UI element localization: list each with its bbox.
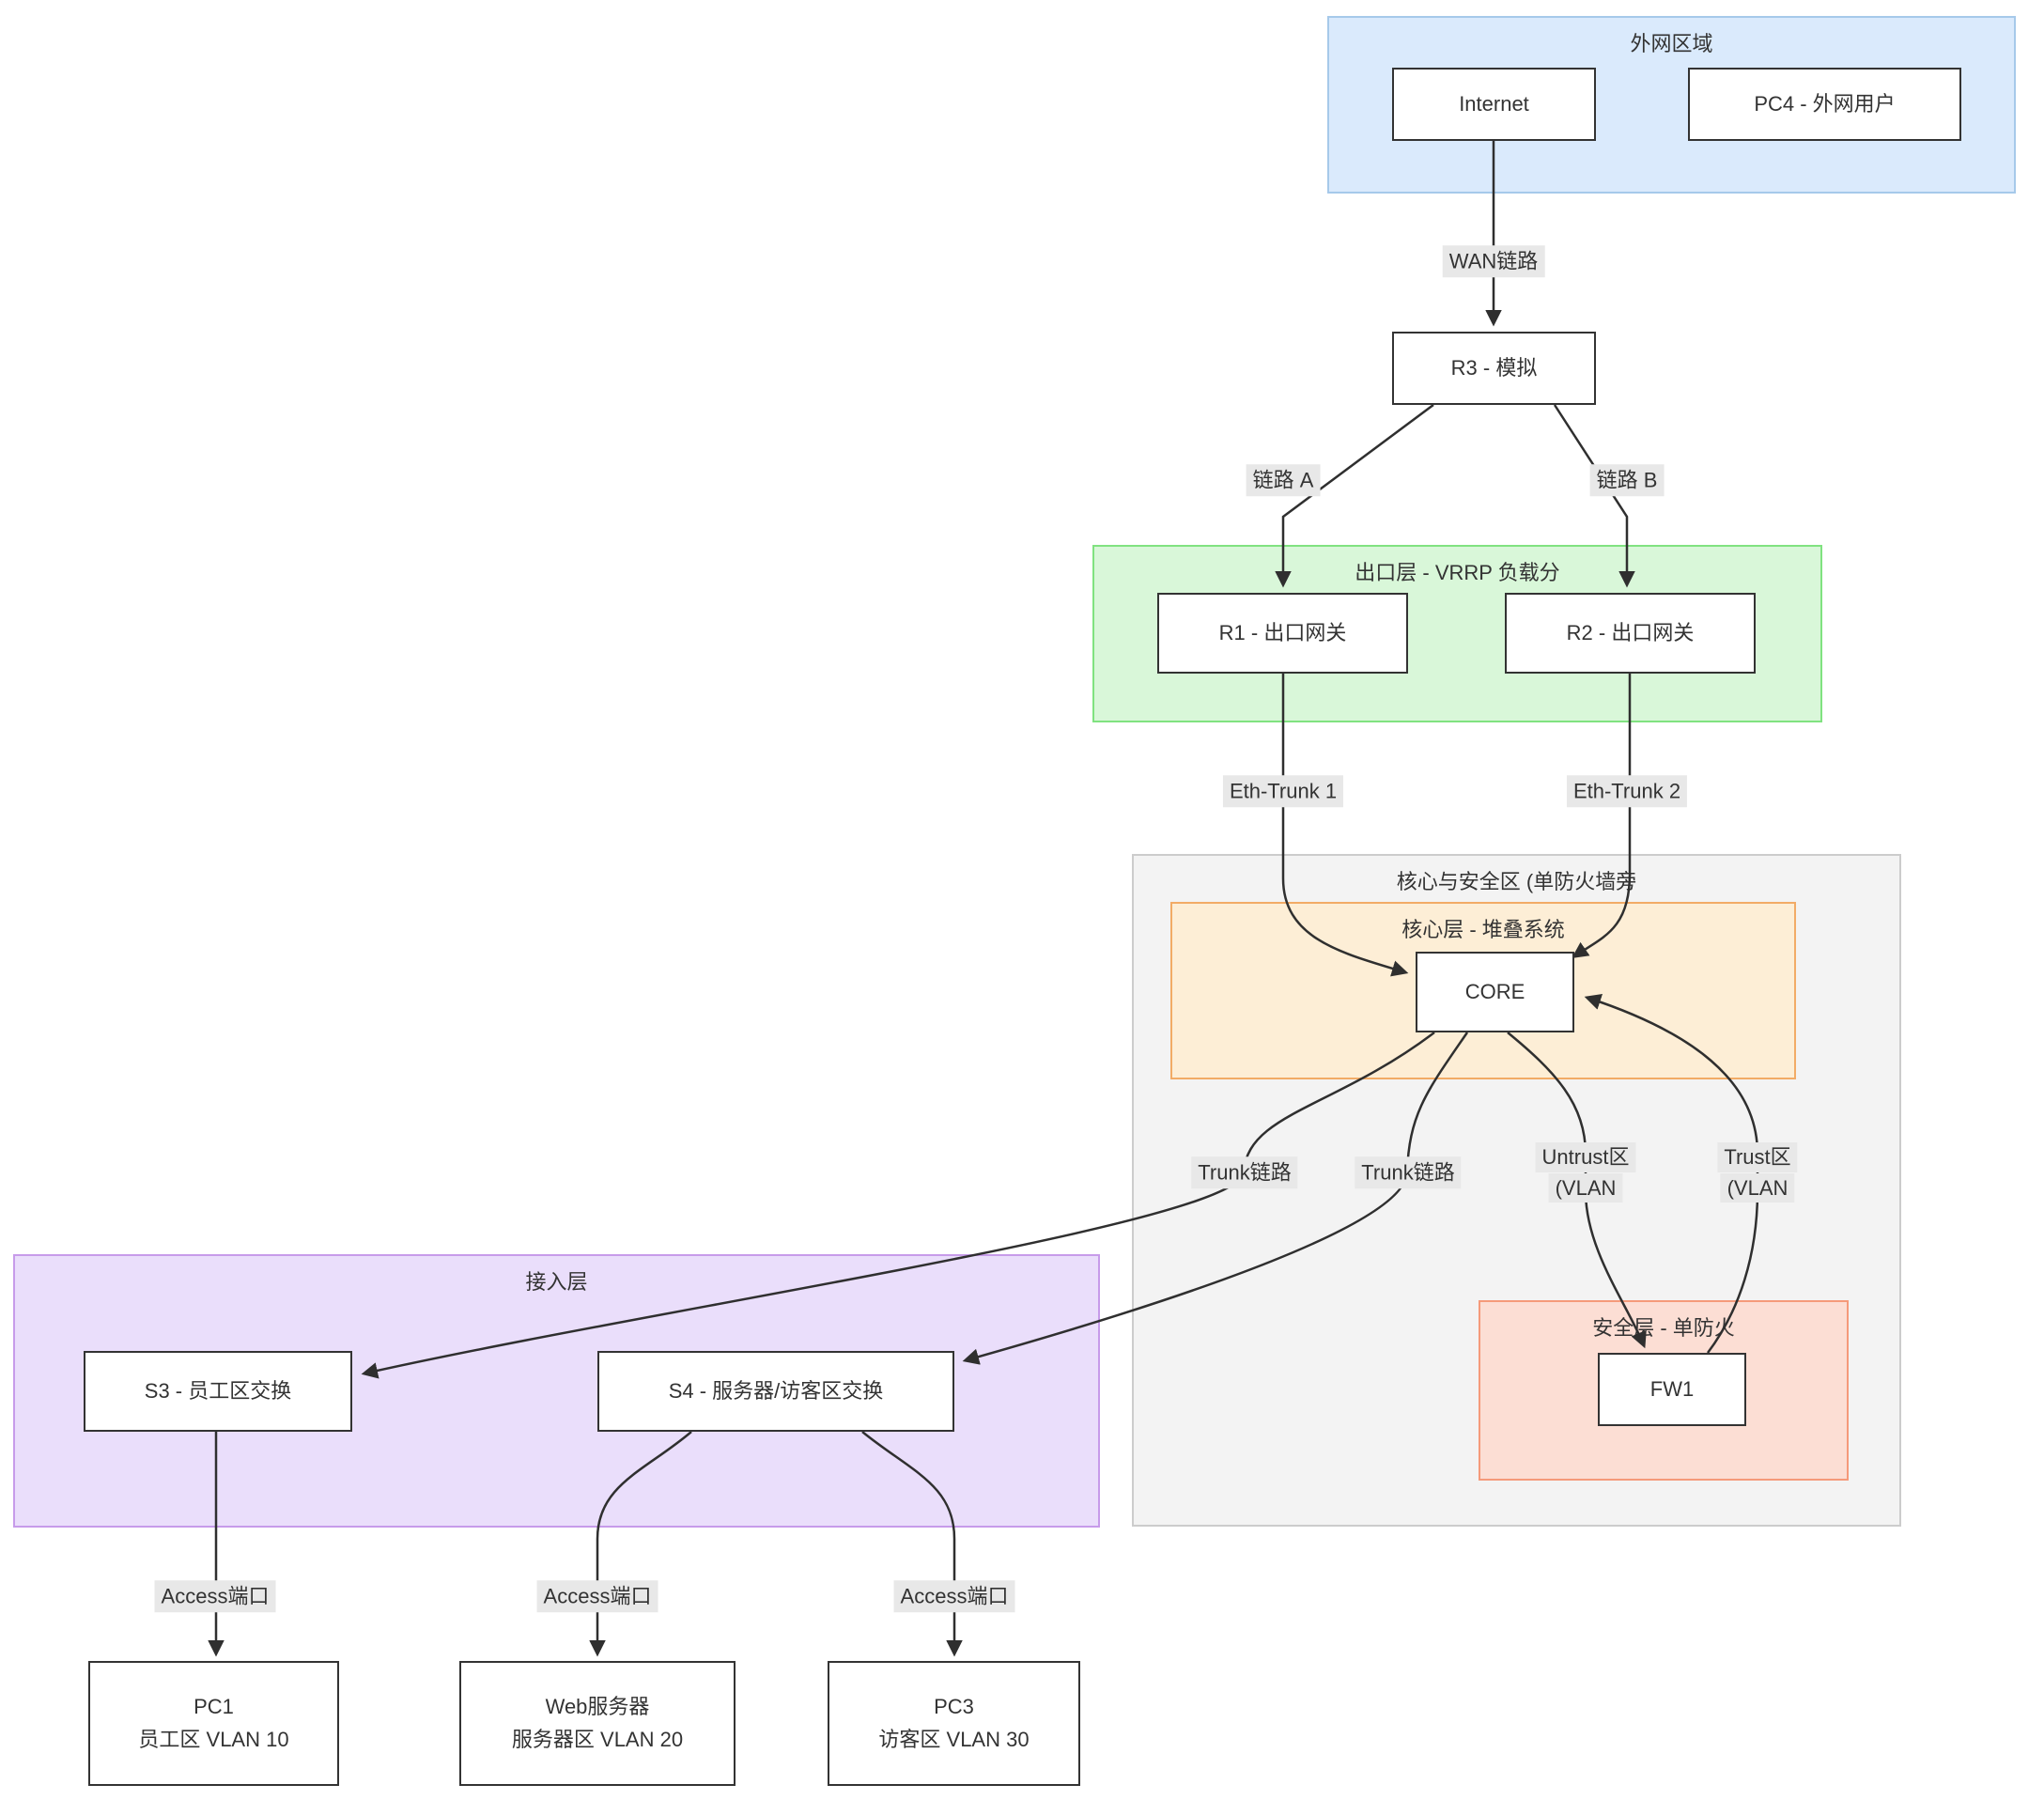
- node-pc3-guest-vlan30: PC3 访客区 VLAN 30: [828, 1661, 1080, 1786]
- edge-label-access-port-3: Access端口: [893, 1580, 1015, 1612]
- edge-label-wan-link: WAN链路: [1442, 245, 1545, 277]
- node-pc3-line2: 访客区 VLAN 30: [878, 1727, 1030, 1751]
- edge-core-s3: [361, 1032, 1435, 1379]
- edge-label-link-a: 链路 A: [1246, 464, 1321, 496]
- edge-label-eth-trunk-2: Eth-Trunk 2: [1566, 775, 1688, 807]
- region-exit-title: 出口层 - VRRP 负载分: [1355, 561, 1560, 584]
- node-r3-label: R3 - 模拟: [1450, 355, 1538, 380]
- edge-label-trunk-link-right: Trunk链路: [1355, 1156, 1462, 1188]
- edge-label-trunk-link-left: Trunk链路: [1191, 1156, 1298, 1188]
- edge-label-trust-vlan: Trust区 (VLAN: [1717, 1142, 1798, 1203]
- edge-s4-webserver: [589, 1431, 692, 1657]
- edge-r1-core: [1281, 674, 1409, 977]
- edge-label-untrust-line1: Untrust区: [1535, 1142, 1636, 1172]
- region-security-layer-title: 安全层 - 单防火: [1592, 1316, 1735, 1340]
- node-r2-label: R2 - 出口网关: [1566, 620, 1695, 644]
- edge-r3-r2: [1553, 404, 1635, 588]
- node-internet: Internet: [1392, 68, 1596, 141]
- region-core-security-title: 核心与安全区 (单防火墙旁: [1396, 870, 1637, 893]
- node-s4-label: S4 - 服务器/访客区交换: [668, 1378, 884, 1403]
- edge-r2-core: [1572, 674, 1632, 958]
- edge-label-access-port-1: Access端口: [154, 1580, 276, 1612]
- node-pc1-line2: 员工区 VLAN 10: [138, 1727, 289, 1751]
- node-webserver-vlan20: Web服务器 服务器区 VLAN 20: [459, 1661, 736, 1786]
- node-r1-label: R1 - 出口网关: [1218, 620, 1347, 644]
- node-fw1-label: FW1: [1649, 1376, 1695, 1401]
- node-internet-label: Internet: [1459, 91, 1529, 116]
- node-r3-simulated: R3 - 模拟: [1392, 332, 1596, 405]
- node-r2-exit-gateway: R2 - 出口网关: [1505, 593, 1756, 674]
- node-r1-exit-gateway: R1 - 出口网关: [1157, 593, 1408, 674]
- edge-label-trust-line1: Trust区: [1717, 1142, 1798, 1172]
- node-pc4-external-user: PC4 - 外网用户: [1688, 68, 1961, 141]
- node-s3-staff-switch: S3 - 员工区交换: [84, 1351, 352, 1432]
- node-core-switch: CORE: [1416, 952, 1574, 1032]
- node-webserver-line2: 服务器区 VLAN 20: [511, 1727, 684, 1751]
- node-core-label: CORE: [1464, 979, 1525, 1003]
- node-pc4-label: PC4 - 外网用户: [1754, 91, 1896, 116]
- node-pc1-line1: PC1: [194, 1695, 234, 1719]
- edge-label-untrust-line2: (VLAN: [1548, 1172, 1623, 1203]
- node-pc1-staff-vlan10: PC1 员工区 VLAN 10: [88, 1661, 339, 1786]
- node-pc3-line1: PC3: [934, 1695, 974, 1719]
- node-s3-label: S3 - 员工区交换: [144, 1378, 292, 1403]
- node-s4-server-guest-switch: S4 - 服务器/访客区交换: [597, 1351, 954, 1432]
- edge-label-trust-line2: (VLAN: [1720, 1172, 1795, 1203]
- edge-label-untrust-vlan: Untrust区 (VLAN: [1535, 1142, 1636, 1203]
- edge-s4-pc3: [861, 1431, 963, 1657]
- edge-label-access-port-2: Access端口: [536, 1580, 658, 1612]
- node-webserver-line1: Web服务器: [545, 1695, 650, 1719]
- region-external-title: 外网区域: [1630, 32, 1713, 55]
- edge-core-s4: [962, 1032, 1469, 1365]
- edge-r3-r1: [1275, 403, 1434, 588]
- region-core-layer-title: 核心层 - 堆叠系统: [1401, 918, 1565, 941]
- node-fw1-firewall: FW1: [1598, 1353, 1746, 1426]
- edge-label-eth-trunk-1: Eth-Trunk 1: [1222, 775, 1344, 807]
- edge-label-link-b: 链路 B: [1589, 464, 1665, 496]
- region-access-title: 接入层: [525, 1270, 588, 1294]
